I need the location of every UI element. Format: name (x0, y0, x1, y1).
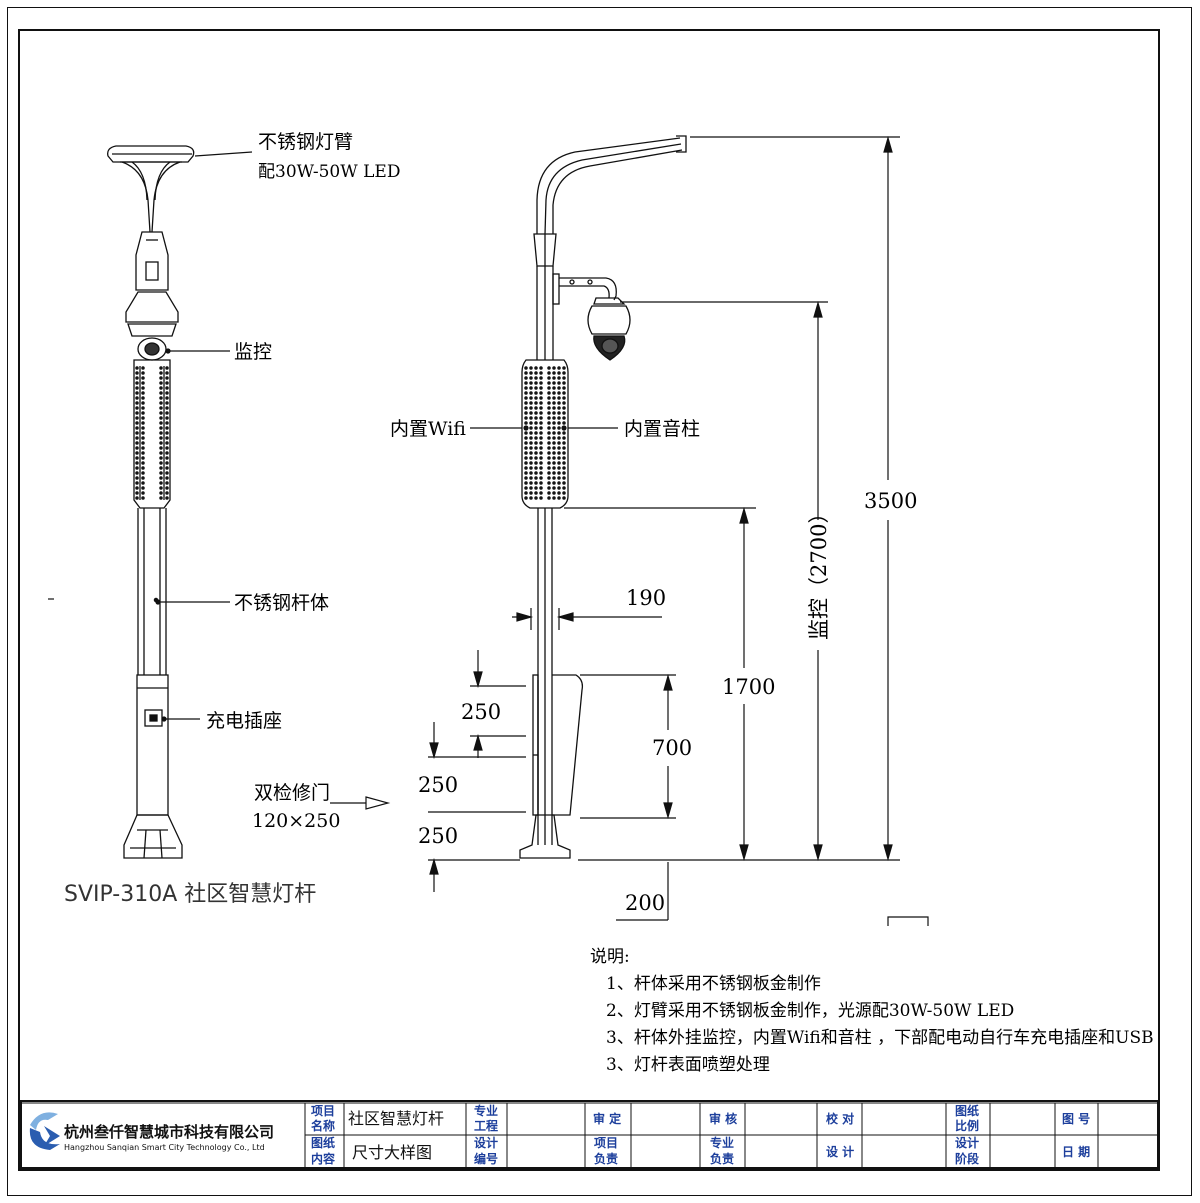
pole-lower-section-left (136, 674, 169, 816)
title-block: 杭州叁仟智慧城市科技有限公司 Hangzhou Sanqian Smart Ci… (20, 1100, 1159, 1169)
camera-mount-left (125, 291, 179, 323)
dim-base-width: 200 (625, 891, 665, 915)
dim-total-height: 3500 (864, 489, 917, 513)
lamp-head-left (107, 145, 195, 163)
pole-base-right (519, 814, 571, 859)
project-name-value: 社区智慧灯杆 (348, 1109, 444, 1128)
drawing-content-label: 图纸 (311, 1135, 335, 1150)
speaker-panel-left (133, 359, 171, 509)
speaker-grille-left (135, 366, 169, 500)
dim-width: 190 (626, 586, 666, 610)
scale-label: 比例 (955, 1118, 979, 1133)
design-label: 设 计 (826, 1144, 854, 1159)
label-arm: 不锈钢灯臂 (258, 131, 353, 153)
dim-door-total: 700 (652, 736, 692, 760)
speaker-grille-right (524, 366, 566, 500)
note-item: 1、杆体采用不锈钢板金制作 (606, 974, 821, 994)
dim-camera-height: 监控（2700） (807, 503, 831, 640)
pole-neck-left (135, 231, 169, 291)
pole-base-left (123, 814, 183, 859)
dim-door-height-1: 250 (418, 773, 458, 797)
label-wifi: 内置Wifi (390, 418, 466, 440)
project-name-label: 名称 (311, 1118, 335, 1133)
company-name: 杭州叁仟智慧城市科技有限公司 (64, 1123, 274, 1141)
model-title: SVIP-310A 社区智慧灯杆 (64, 882, 316, 907)
company-logo-icon (29, 1112, 60, 1150)
design-no-label: 设计 (474, 1135, 498, 1150)
left-leaders (48, 151, 391, 810)
label-camera: 监控 (234, 341, 272, 363)
label-socket: 充电插座 (206, 710, 282, 732)
project-name-label: 项目 (311, 1104, 335, 1118)
lamp-arm-right (536, 137, 681, 234)
review-label: 审 核 (709, 1111, 737, 1126)
drawing-content-label: 内容 (311, 1151, 335, 1166)
camera-mount-right (593, 297, 626, 305)
label-speaker: 内置音柱 (624, 418, 700, 440)
dim-door-height-2: 250 (418, 824, 458, 848)
label-pole-body: 不锈钢杆体 (234, 592, 329, 614)
dimension-lines (428, 135, 929, 926)
note-item: 3、杆体外挂监控，内置Wifi和音柱 ，下部配电动自行车充电插座和USB (606, 1028, 1154, 1048)
approve-label: 审 定 (593, 1111, 621, 1126)
notes-heading: 说明: (590, 947, 630, 967)
right-pole-view (519, 135, 687, 859)
discipline-label: 专业 (474, 1103, 498, 1118)
stage-label: 阶段 (955, 1151, 980, 1166)
note-item: 2、灯臂采用不锈钢板金制作，光源配30W-50W LED (606, 1001, 1014, 1021)
drawing-content-value: 尺寸大样图 (352, 1143, 432, 1162)
frame-border (18, 29, 1160, 1171)
label-arm-light: 配30W-50W LED (258, 162, 400, 182)
speaker-panel-right (521, 359, 569, 509)
project-lead-label: 项目 (594, 1136, 618, 1150)
date-label: 日 期 (1062, 1144, 1090, 1159)
label-door: 双检修门 (254, 782, 330, 804)
scale-label: 图纸 (955, 1103, 979, 1118)
note-item: 3、灯杆表面喷塑处理 (606, 1055, 770, 1075)
dim-door-top-gap: 250 (461, 700, 501, 724)
discipline-label: 工程 (474, 1118, 498, 1133)
stage-label: 设计 (955, 1135, 979, 1150)
design-no-label: 编号 (473, 1151, 498, 1166)
project-lead-label: 负责 (594, 1151, 618, 1166)
right-leaders (470, 425, 618, 431)
label-door-size: 120×250 (252, 810, 340, 832)
company-name-en: Hangzhou Sanqian Smart City Technology C… (64, 1143, 265, 1152)
discipline-lead-label: 负责 (710, 1151, 734, 1166)
outer-border (7, 7, 1192, 1196)
discipline-lead-label: 专业 (710, 1135, 734, 1150)
dim-speaker-base-height: 1700 (722, 675, 775, 699)
door-box-right (552, 674, 584, 816)
notes: 说明: 1、杆体采用不锈钢板金制作 2、灯臂采用不锈钢板金制作，光源配30W-5… (590, 947, 1154, 1075)
dome-camera-right (587, 305, 631, 335)
drawing-no-label: 图 号 (1062, 1111, 1090, 1126)
check-label: 校 对 (826, 1111, 854, 1126)
left-pole-view (107, 145, 195, 859)
